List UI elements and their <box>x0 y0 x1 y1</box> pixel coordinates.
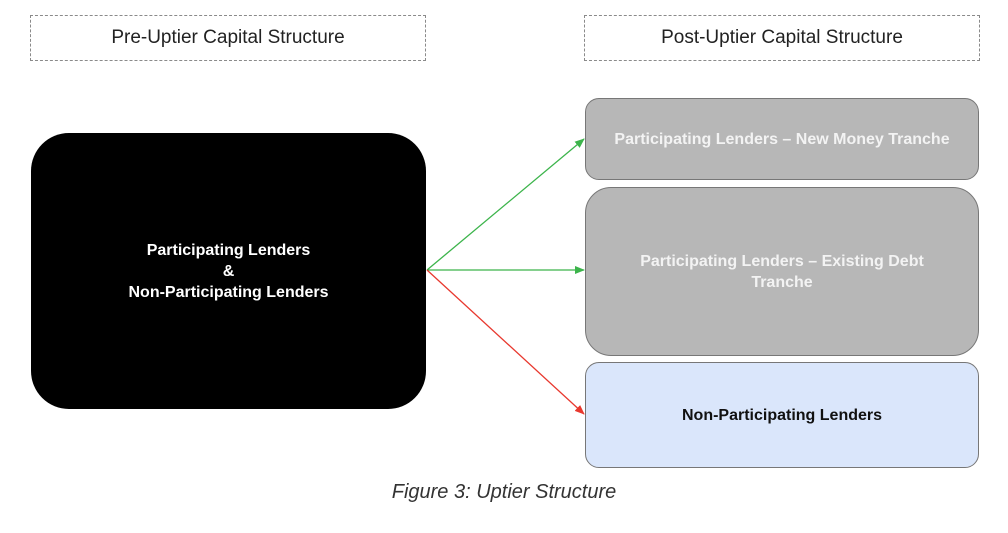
non-participating-lenders-label: Non-Participating Lenders <box>681 406 883 424</box>
post-uptier-header-label: Post-Uptier Capital Structure <box>661 27 903 48</box>
pre-uptier-lenders-node: Participating Lenders & Non-Participatin… <box>31 133 426 409</box>
pre-node-line-participating: Participating Lenders <box>146 241 311 259</box>
post-uptier-header: Post-Uptier Capital Structure <box>584 15 980 61</box>
non-participating-lenders-node: Non-Participating Lenders <box>585 362 979 468</box>
pre-node-line-non-participating: Non-Participating Lenders <box>128 283 329 301</box>
arrow-to-new-money <box>426 138 585 271</box>
pre-node-line-ampersand: & <box>222 262 235 280</box>
existing-debt-tranche-label: Participating Lenders – Existing Debt Tr… <box>640 252 924 291</box>
new-money-tranche-label: Participating Lenders – New Money Tranch… <box>614 130 950 148</box>
pre-uptier-header-label: Pre-Uptier Capital Structure <box>111 27 345 48</box>
arrow-to-non-participating <box>426 269 585 415</box>
pre-uptier-header: Pre-Uptier Capital Structure <box>30 15 426 61</box>
figure-caption: Figure 3: Uptier Structure <box>391 481 617 503</box>
existing-debt-tranche-node: Participating Lenders – Existing Debt Tr… <box>585 187 979 356</box>
new-money-tranche-node: Participating Lenders – New Money Tranch… <box>585 98 979 180</box>
